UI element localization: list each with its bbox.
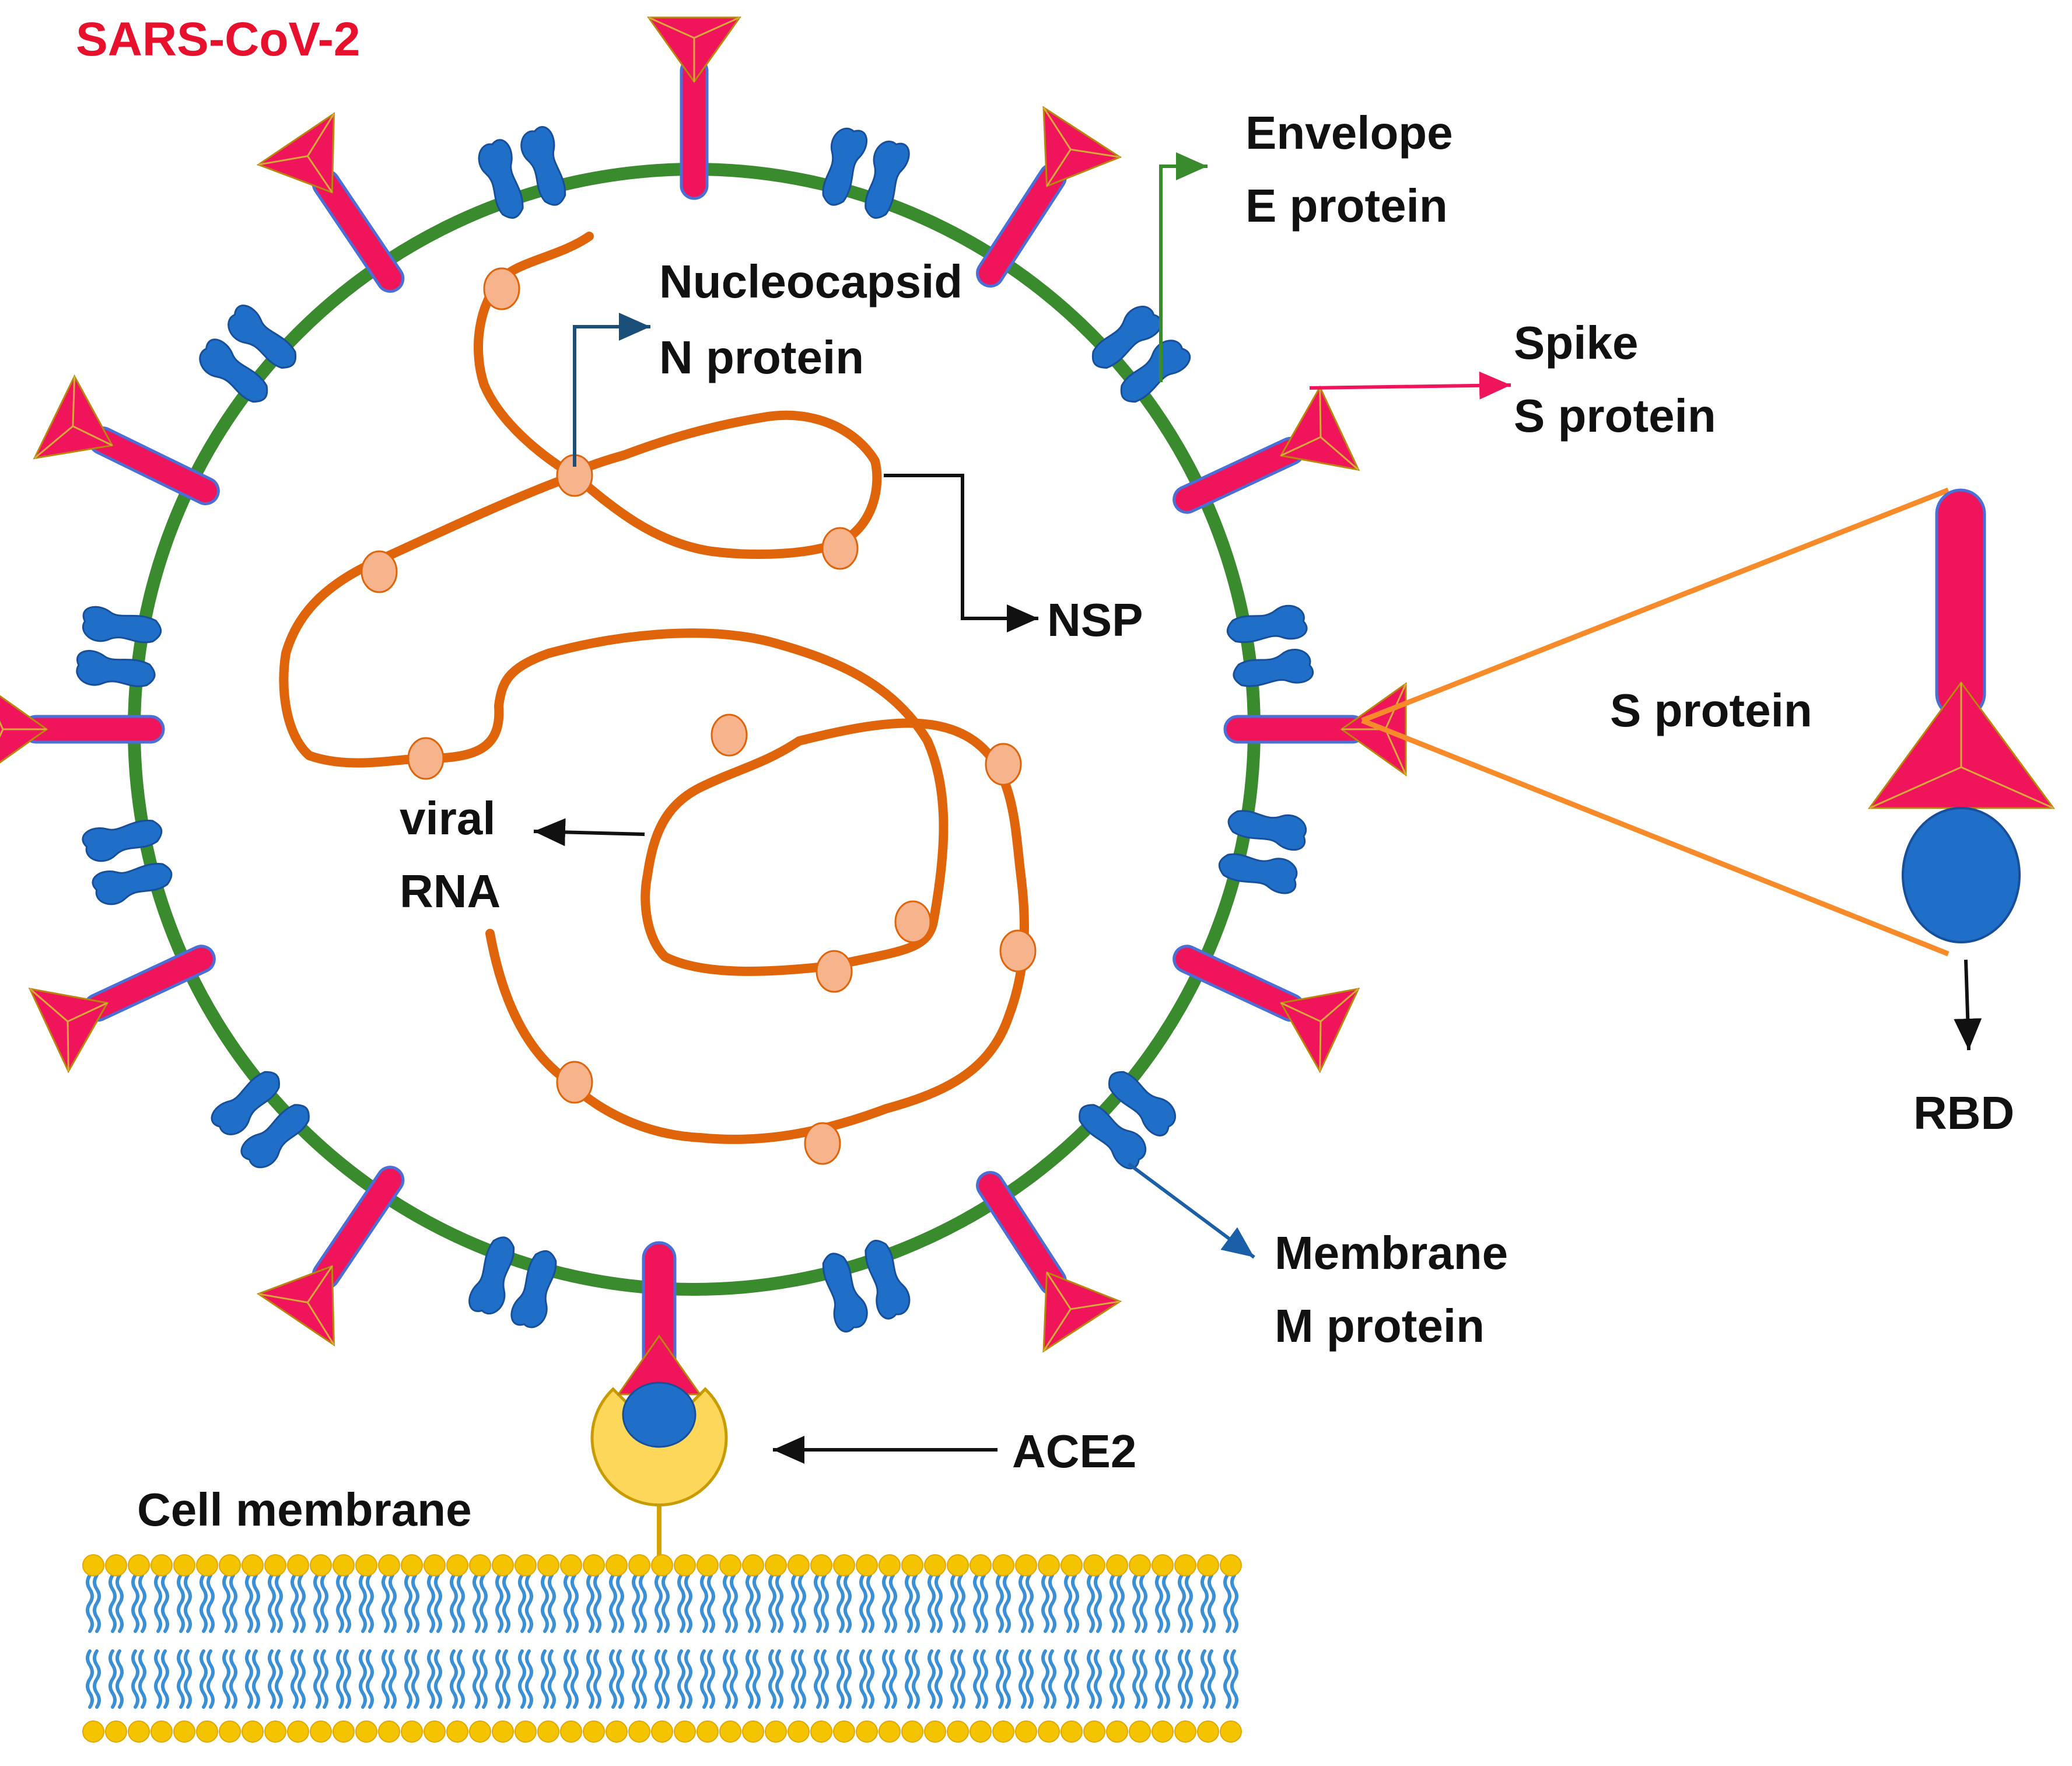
- label-s-protein-detail: S protein: [1610, 684, 1812, 736]
- zoom-line-top: [1361, 487, 1950, 723]
- nucleocapsid-beads: [360, 267, 1037, 1165]
- nucleocapsid-bead: [556, 1061, 593, 1104]
- spike-protein: [1223, 682, 1407, 777]
- membrane-protein: [211, 1071, 310, 1169]
- spike-protein: [28, 945, 216, 1073]
- label-viral: viral: [400, 792, 496, 844]
- nucleocapsid-bead: [821, 527, 859, 570]
- spike-protein: [0, 682, 165, 777]
- spike-protein: [647, 16, 741, 200]
- membrane-protein: [76, 606, 162, 687]
- nucleocapsid-bead: [710, 714, 748, 757]
- label-e-protein: E protein: [1245, 180, 1448, 232]
- nucleocapsid-bead: [360, 550, 398, 593]
- rbd-arrow: [1954, 959, 1982, 1051]
- nucleocapsid-bead: [483, 267, 520, 310]
- s-protein-detail: [1868, 488, 2055, 943]
- spike-proteins: [0, 16, 1407, 1353]
- label-n-protein: N protein: [659, 331, 864, 383]
- label-nsp: NSP: [1047, 594, 1143, 646]
- spike-protein: [256, 1166, 405, 1347]
- membrane-proteins: [76, 126, 1314, 1333]
- cell-membrane-bilayer: [82, 1554, 1242, 1743]
- membrane-protein: [1079, 1071, 1177, 1170]
- nucleocapsid-arrow: [573, 313, 650, 467]
- membrane-protein: [822, 127, 910, 219]
- spike-arrow: [1309, 371, 1511, 400]
- label-spike-s-protein: S protein: [1514, 390, 1716, 442]
- membrane-protein: [1226, 604, 1314, 687]
- label-rna: RNA: [400, 865, 501, 917]
- membrane-protein: [1218, 810, 1307, 894]
- label-m-protein: M protein: [1275, 1300, 1485, 1352]
- zoom-line-bottom: [1361, 718, 1950, 957]
- zoom-lines: [1361, 487, 1950, 957]
- membrane-protein: [822, 1239, 911, 1333]
- spike-protein: [33, 374, 220, 505]
- label-cell-membrane: Cell membrane: [137, 1484, 472, 1536]
- label-envelope: Envelope: [1245, 107, 1453, 159]
- s-protein-head-lines: [1869, 683, 2054, 809]
- diagram-title: SARS-CoV-2: [76, 13, 360, 66]
- spike-protein: [1172, 945, 1360, 1073]
- membrane-protein: [1091, 306, 1191, 403]
- nucleocapsid-bead: [816, 950, 853, 993]
- nucleocapsid-bead: [407, 737, 444, 780]
- spike-protein: [976, 106, 1122, 288]
- nucleocapsid-bead: [999, 929, 1037, 973]
- ace2-receptor: [590, 1241, 728, 1564]
- label-rbd: RBD: [1913, 1087, 2014, 1139]
- membrane-protein: [478, 126, 566, 219]
- callout-arrows: [533, 152, 1982, 1464]
- rbd-domain: [1902, 807, 2021, 943]
- viral-rna-arrow: [533, 818, 645, 847]
- membrane-protein: [199, 305, 297, 403]
- spike-protein: [976, 1171, 1122, 1353]
- spike-protein: [1172, 385, 1360, 514]
- nucleocapsid-bead: [985, 743, 1022, 786]
- nucleocapsid-bead: [894, 900, 932, 943]
- label-membrane: Membrane: [1275, 1227, 1508, 1279]
- viral-rna: [279, 232, 1029, 1144]
- membrane-arrow: [1128, 1162, 1255, 1259]
- spike-protein: [256, 112, 405, 293]
- nsp-arrow: [884, 474, 1038, 632]
- bound-rbd: [622, 1382, 696, 1448]
- label-spike: Spike: [1514, 317, 1638, 369]
- membrane-protein: [468, 1236, 557, 1328]
- nucleocapsid-bead: [804, 1122, 841, 1165]
- envelope-arrow: [1159, 152, 1208, 382]
- label-ace2: ACE2: [1012, 1425, 1136, 1477]
- label-nucleocapsid: Nucleocapsid: [659, 256, 963, 307]
- membrane-protein: [82, 820, 173, 905]
